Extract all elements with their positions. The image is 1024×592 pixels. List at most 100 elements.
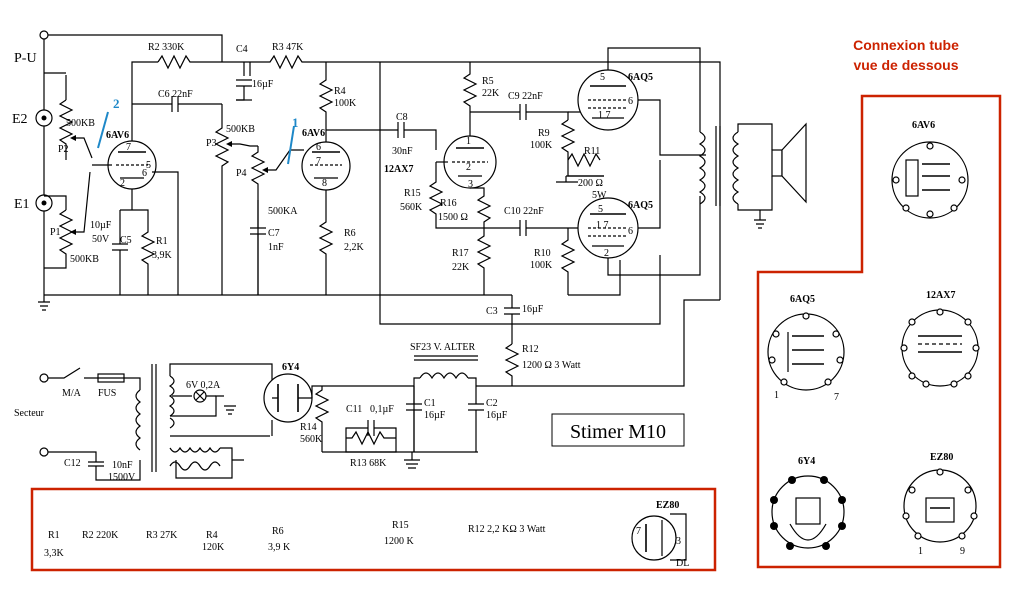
r12-label: R12 bbox=[522, 344, 539, 355]
v4-label: 6AQ5 bbox=[628, 72, 653, 83]
rect-label: 6Y4 bbox=[282, 362, 299, 373]
c3-value: 16µF bbox=[522, 304, 544, 315]
svg-text:2: 2 bbox=[604, 248, 609, 259]
pinout-frame bbox=[756, 94, 1002, 569]
p3-value: 500KB bbox=[226, 124, 255, 135]
corr-r3: R3 27K bbox=[146, 530, 178, 541]
r1-value: 3,9K bbox=[152, 250, 173, 261]
marker-2: 2 bbox=[113, 96, 120, 111]
p1-value: 500KB bbox=[70, 254, 99, 265]
v3-label: 12AX7 bbox=[384, 164, 413, 175]
r11-label: R11 bbox=[584, 146, 600, 157]
svg-text:7: 7 bbox=[316, 156, 321, 167]
c4-label: C4 bbox=[236, 44, 248, 55]
pinout-6aq5: 6AQ5 1 7 bbox=[767, 294, 845, 403]
c3-label: C3 bbox=[486, 306, 498, 317]
r15-label: R15 bbox=[404, 188, 421, 199]
r10-value: 100K bbox=[530, 260, 553, 271]
r16-label: R16 bbox=[440, 198, 457, 209]
e1-label: E1 bbox=[14, 197, 30, 212]
r6-label: R6 bbox=[344, 228, 356, 239]
corr-r6v: 3,9 K bbox=[268, 542, 291, 553]
svg-text:5: 5 bbox=[598, 204, 603, 215]
fuse-label: FUS bbox=[98, 388, 116, 399]
pinout-6aq5-label: 6AQ5 bbox=[790, 294, 815, 305]
r15-value: 560K bbox=[400, 202, 423, 213]
svg-text:1 7: 1 7 bbox=[598, 110, 611, 121]
r17-value: 22K bbox=[452, 262, 470, 273]
svg-text:5: 5 bbox=[146, 160, 151, 171]
input-jacks: P-U E2 E1 bbox=[12, 30, 223, 295]
p4-value: 500KA bbox=[268, 206, 298, 217]
pinout-6av6-label: 6AV6 bbox=[912, 120, 935, 131]
c5-label: C5 bbox=[120, 235, 132, 246]
c1-value: 16µF bbox=[424, 410, 446, 421]
heater-label: 6V 0,2A bbox=[186, 380, 221, 391]
model-title: Stimer M10 bbox=[570, 421, 666, 443]
pu-label: P-U bbox=[14, 51, 37, 66]
mains-input: Secteur M/A FUS C12 10nF 1500V bbox=[14, 367, 141, 483]
corr-r1v: 3,3K bbox=[44, 548, 65, 559]
choke-label: SF23 V. ALTER bbox=[410, 342, 475, 353]
c8-label: C8 bbox=[396, 112, 408, 123]
v5-label: 6AQ5 bbox=[628, 200, 653, 211]
tube-v4: 5 6 1 7 6AQ5 bbox=[577, 69, 653, 131]
svg-text:3: 3 bbox=[468, 179, 473, 190]
svg-text:6: 6 bbox=[628, 96, 633, 107]
r17-label: R17 bbox=[452, 248, 469, 259]
c8-value: 30nF bbox=[392, 146, 413, 157]
pot-p1: P1 500KB bbox=[44, 171, 99, 269]
c6-label: C6 22nF bbox=[158, 89, 193, 100]
r4-label: R4 bbox=[334, 86, 346, 97]
pot-p2: 500KB P2 bbox=[58, 75, 95, 160]
tube-rectifier: 6Y4 bbox=[263, 362, 322, 423]
secteur-label: Secteur bbox=[14, 408, 45, 419]
c5-value: 10µF bbox=[90, 220, 112, 231]
r12-value: 1200 Ω 3 Watt bbox=[522, 360, 581, 371]
r11-power: 5W bbox=[592, 190, 607, 201]
corr-ez80-p7: 7 bbox=[636, 526, 641, 537]
svg-text:8: 8 bbox=[322, 178, 327, 189]
r9-value: 100K bbox=[530, 140, 553, 151]
corr-r4v: 120K bbox=[202, 542, 225, 553]
corr-r15: R15 bbox=[392, 520, 409, 531]
output-transformer bbox=[698, 123, 773, 229]
corrections-frame bbox=[30, 487, 717, 572]
c2-value: 16µF bbox=[486, 410, 508, 421]
svg-text:5: 5 bbox=[600, 72, 605, 83]
connexion-line2: vue de dessous bbox=[853, 57, 958, 73]
r2-label: R2 330K bbox=[148, 42, 185, 53]
pinout-6aq5-pin7: 7 bbox=[834, 392, 839, 403]
r6-value: 2,2K bbox=[344, 242, 365, 253]
r5-value: 22K bbox=[482, 88, 500, 99]
c12-label: C12 bbox=[64, 458, 81, 469]
svg-text:6: 6 bbox=[628, 226, 633, 237]
c12-value: 10nF bbox=[112, 460, 133, 471]
corr-ez80-p3: 3 bbox=[676, 536, 681, 547]
pinout-6av6: 6AV6 bbox=[891, 120, 969, 219]
c11-value: 0,1µF bbox=[370, 404, 394, 415]
c12-voltage: 1500V bbox=[108, 472, 136, 483]
pinout-12ax7-label: 12AX7 bbox=[926, 290, 955, 301]
c9-label: C9 22nF bbox=[508, 91, 543, 102]
r14-label: R14 bbox=[300, 422, 317, 433]
svg-text:2: 2 bbox=[120, 178, 125, 189]
v2-label: 6AV6 bbox=[302, 128, 325, 139]
p1-label: P1 bbox=[50, 227, 61, 238]
c7-label: C7 bbox=[268, 228, 280, 239]
r4-value: 100K bbox=[334, 98, 357, 109]
speaker-icon bbox=[771, 122, 807, 204]
pinout-ez80-pin9: 9 bbox=[960, 546, 965, 557]
pinout-ez80-pin1: 1 bbox=[918, 546, 923, 557]
r11-value: 200 Ω bbox=[578, 178, 603, 189]
c5-voltage: 50V bbox=[92, 234, 110, 245]
choke-sf23: SF23 V. ALTER bbox=[410, 342, 478, 386]
r3-label: R3 47K bbox=[272, 42, 304, 53]
pinout-6y4: 6Y4 bbox=[770, 456, 846, 550]
tube-v3: 1 2 3 12AX7 bbox=[384, 135, 497, 190]
r9-label: R9 bbox=[538, 128, 550, 139]
svg-text:1 7: 1 7 bbox=[596, 220, 609, 231]
p2-value: 500KB bbox=[66, 118, 95, 129]
corr-r4: R4 bbox=[206, 530, 218, 541]
